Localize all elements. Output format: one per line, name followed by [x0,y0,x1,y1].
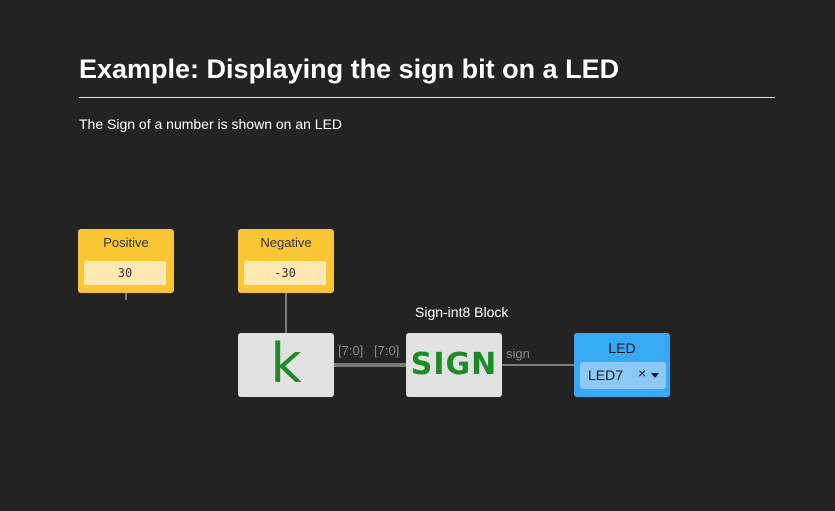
bus-output-label: [7:0] [338,343,364,358]
page-title: Example: Displaying the sign bit on a LE… [79,54,620,84]
positive-constant-block[interactable]: Positive 30 [78,229,174,293]
title-divider [79,97,775,98]
constant-k-icon: k [270,332,302,395]
led-label: LED [608,340,636,356]
led-pin-select[interactable]: LED7 × [580,362,666,389]
negative-label: Negative [260,235,312,250]
sign-block-label: SIGN [410,347,498,382]
led-pin-value: LED7 [588,367,624,383]
caret-down-icon[interactable] [651,373,659,378]
positive-value-input[interactable]: 30 [84,261,166,285]
constant-block[interactable]: k [238,333,334,397]
sign-output-label: sign [506,346,530,361]
sign-block[interactable]: SIGN [406,333,502,397]
page-description: The Sign of a number is shown on an LED [79,116,343,132]
sign-block-caption: Sign-int8 Block [415,304,509,320]
negative-value-input[interactable]: -30 [244,261,326,285]
positive-label: Positive [103,235,149,250]
negative-constant-block[interactable]: Negative -30 [238,229,334,293]
bus-input-label: [7:0] [374,343,400,358]
clear-icon[interactable]: × [638,365,647,381]
led-block[interactable]: LED LED7 × [574,333,670,397]
